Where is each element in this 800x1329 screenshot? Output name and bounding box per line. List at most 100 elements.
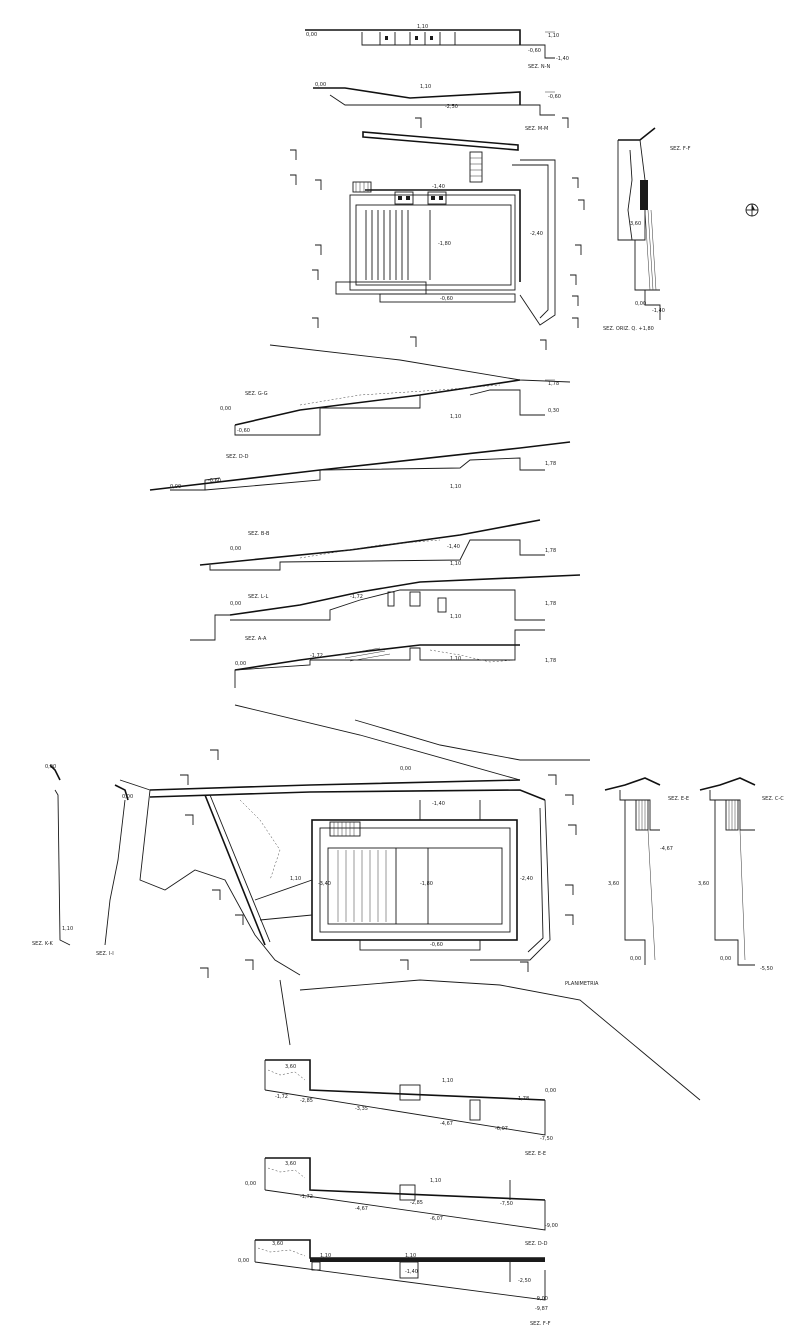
level-label: 1,78 xyxy=(545,548,556,554)
level-label: 1,10 xyxy=(450,656,461,662)
level-label: 1,10 xyxy=(450,484,461,490)
level-label: 3,60 xyxy=(285,1161,296,1167)
level-label: -1,72 xyxy=(350,594,363,600)
level-label: 0,00 xyxy=(122,794,133,800)
level-label: -1,40 xyxy=(652,308,665,314)
level-label: 0,00 xyxy=(230,546,241,552)
section-label: SEZ. M-M xyxy=(525,126,548,132)
section-label: SEZ. B-B xyxy=(248,531,270,537)
level-label: -1,80 xyxy=(420,881,433,887)
level-label: -2,40 xyxy=(520,876,533,882)
level-label: 1,10 xyxy=(417,24,428,30)
level-label: 1,10 xyxy=(548,33,559,39)
section-label: SEZ. N-N xyxy=(528,64,550,70)
section-dd-bottom: 3,60 0,00 1,10 -1,72 -4,67 -2,85 -6,07 -… xyxy=(245,1157,558,1247)
level-label: -7,50 xyxy=(500,1201,513,1207)
level-label: -1,40 xyxy=(432,801,445,807)
level-label: -0,60 xyxy=(528,48,541,54)
level-label: 1,10 xyxy=(442,1078,453,1084)
section-label: PLANIMETRIA xyxy=(565,981,599,987)
section-label: SEZ. F-F xyxy=(670,146,691,152)
level-label: -4,67 xyxy=(440,1121,453,1127)
level-label: -2,50 xyxy=(445,104,458,110)
level-label: 1,78 xyxy=(518,1096,529,1102)
level-label: 1,78 xyxy=(545,601,556,607)
level-label: 1,10 xyxy=(62,926,73,932)
level-label: 1,78 xyxy=(548,381,559,387)
level-label: -2,50 xyxy=(518,1278,531,1284)
level-label: -0,60 xyxy=(430,942,443,948)
level-label: -6,07 xyxy=(430,1216,443,1222)
level-label: 0,00 xyxy=(235,661,246,667)
level-label: -1,40 xyxy=(405,1269,418,1275)
section-kk: 0,00 1,10 SEZ. K-K xyxy=(32,764,73,947)
plan-section-upper: -1,40 -1,80 -2,40 -0,60 xyxy=(290,117,585,350)
site-plan: -1,40 -1,80 -2,40 -3,40 -0,60 0,00 1,10 … xyxy=(119,704,701,1101)
section-label: SEZ. G-G xyxy=(245,391,268,397)
level-label: -1,40 xyxy=(447,544,460,550)
section-label: SEZ. E-E xyxy=(525,1151,546,1157)
level-label: 0,00 xyxy=(400,766,411,772)
section-label: SEZ. A-A xyxy=(245,636,267,642)
section-nn: 0,00 1,10 -0,60 1,10 -1,40 SEZ. N-N xyxy=(305,24,569,70)
level-label: -0,60 xyxy=(237,428,250,434)
level-label: 1,10 xyxy=(450,414,461,420)
section-label: SEZ. D-D xyxy=(226,454,249,460)
level-label: 1,10 xyxy=(405,1253,416,1259)
level-label: 1,10 xyxy=(420,84,431,90)
section-label: SEZ. D-D xyxy=(525,1241,548,1247)
section-ee: 3,60 0,00 -4,67 SEZ. E-E xyxy=(604,777,689,965)
section-ii: 0,00 SEZ. I-I xyxy=(96,784,133,957)
level-label: 0,00 xyxy=(220,406,231,412)
section-label: SEZ. K-K xyxy=(32,941,53,947)
level-label: 0,00 xyxy=(306,32,317,38)
level-label: -4,67 xyxy=(660,846,673,852)
section-ff-top: 3,60 0,00 -1,40 SEZ. F-F SEZ. ORIZ. Q. +… xyxy=(603,127,691,332)
level-label: -1,72 xyxy=(310,653,323,659)
level-label: -0,60 xyxy=(208,478,221,484)
level-label: -1,40 xyxy=(432,184,445,190)
section-gg: 0,00 -0,60 1,10 1,78 0,30 SEZ. G-G xyxy=(220,344,571,436)
section-ll: 0,00 -1,72 1,10 1,78 SEZ. L-L xyxy=(190,574,581,641)
level-label: 0,00 xyxy=(630,956,641,962)
level-label: 3,60 xyxy=(272,1241,283,1247)
level-label: -1,80 xyxy=(438,241,451,247)
level-label: -2,40 xyxy=(530,231,543,237)
level-label: -0,60 xyxy=(548,94,561,100)
level-label: -3,35 xyxy=(355,1106,368,1112)
section-label: SEZ. ORIZ. Q. +1,80 xyxy=(603,326,654,332)
level-label: 1,78 xyxy=(545,461,556,467)
level-label: 0,00 xyxy=(45,764,56,770)
level-label: 0,00 xyxy=(315,82,326,88)
level-label: -3,40 xyxy=(318,881,331,887)
section-bb: 0,00 1,10 1,78 -1,40 SEZ. B-B xyxy=(199,519,556,571)
level-label: 0,00 xyxy=(230,601,241,607)
section-mm: 0,00 1,10 -2,50 -0,60 SEZ. M-M xyxy=(313,82,561,132)
level-label: -6,07 xyxy=(495,1126,508,1132)
level-label: -9,87 xyxy=(535,1306,548,1312)
level-label: 0,00 xyxy=(720,956,731,962)
level-label: 1,10 xyxy=(450,561,461,567)
level-label: 3,60 xyxy=(630,221,641,227)
section-label: SEZ. F-F xyxy=(530,1321,551,1327)
section-dd-top: 0,00 -0,60 1,10 1,78 SEZ. D-D xyxy=(149,441,571,491)
level-label: 1,10 xyxy=(430,1178,441,1184)
section-cc: 3,60 0,00 -5,50 SEZ. C-C xyxy=(698,777,784,972)
section-label: SEZ. E-E xyxy=(668,796,689,802)
level-label: -1,40 xyxy=(556,56,569,62)
section-aa: 0,00 -1,72 1,10 1,78 SEZ. A-A xyxy=(234,629,556,688)
level-label: 1,10 xyxy=(450,614,461,620)
level-label: 0,30 xyxy=(548,408,559,414)
level-label: 3,60 xyxy=(698,881,709,887)
level-label: -9,00 xyxy=(535,1296,548,1302)
level-label: 1,78 xyxy=(545,658,556,664)
level-label: 3,60 xyxy=(608,881,619,887)
level-label: 0,00 xyxy=(170,484,181,490)
level-label: 0,00 xyxy=(238,1258,249,1264)
level-label: -9,00 xyxy=(545,1223,558,1229)
level-label: 1,10 xyxy=(290,876,301,882)
level-label: -2,85 xyxy=(410,1200,423,1206)
level-label: 1,10 xyxy=(320,1253,331,1259)
level-label: -0,60 xyxy=(440,296,453,302)
